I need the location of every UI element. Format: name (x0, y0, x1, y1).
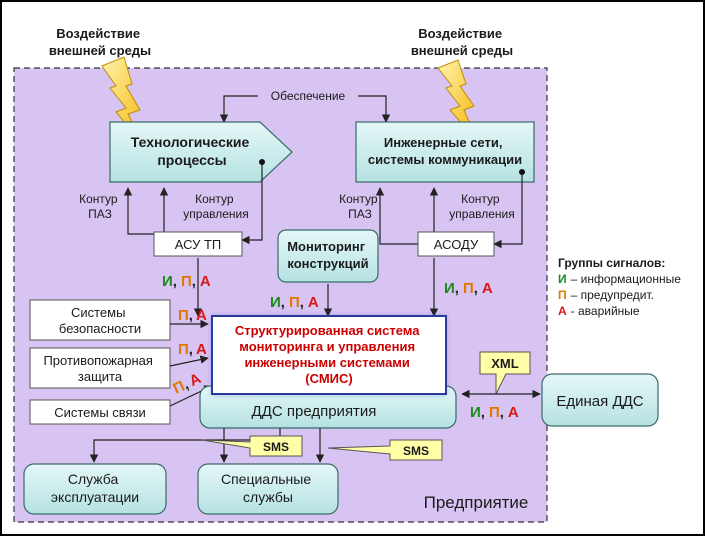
monitoring-box (277, 229, 379, 283)
asodu-label: АСОДУ (434, 237, 479, 252)
legend-info: И– информационные (558, 272, 681, 286)
xml-callout (479, 351, 531, 395)
asodu-box (417, 231, 495, 257)
left-control-label: Контур управления (183, 192, 248, 221)
smis-label: Структурированная система мониторинга и … (235, 323, 423, 386)
asu-tp-box (153, 231, 243, 257)
external-influence-right: Воздействие внешней среды (411, 26, 513, 58)
provision-label: Обеспечение (271, 89, 346, 103)
left-control-dot (259, 159, 265, 165)
sms-callout-left (201, 435, 303, 457)
sms-callout-right (327, 439, 443, 461)
dds-enterprise-label: ДДС предприятия (252, 403, 377, 420)
engineering-networks-box (355, 121, 535, 183)
left-paz-arrow (123, 187, 154, 235)
provision-label-bg (258, 88, 358, 104)
fire-protection-box (29, 347, 171, 389)
xml-label: XML (491, 356, 519, 371)
smis-box (211, 315, 447, 395)
legend-warn: П– предупредит. (558, 288, 654, 302)
fire-to-smis-arrow (169, 355, 209, 367)
fire-protection-label: Противопожарная защита (43, 353, 156, 384)
left-control-arrow (241, 164, 263, 245)
unified-dds-label: Единая ДДС (556, 393, 643, 410)
communication-systems-label: Системы связи (54, 405, 146, 420)
left-paz-label: Контур ПАЗ (79, 192, 121, 221)
signals-asodu: И,П,А (444, 280, 493, 297)
tech-processes-label: Технологические процессы (131, 134, 253, 168)
operations-service-box (23, 463, 167, 515)
external-influence-left: Воздействие внешней среды (49, 26, 151, 58)
right-paz-arrow (375, 187, 418, 245)
legend-title: Группы сигналов: (558, 256, 665, 270)
tech-processes-box (109, 121, 293, 183)
enterprise-label: Предприятие (424, 493, 529, 512)
signals-security: П,А (178, 307, 207, 324)
signals-monitoring: И,П,А (270, 294, 319, 311)
right-control-arrow (493, 174, 523, 249)
signal-legend: Группы сигналов: И– информационные П– пр… (558, 256, 681, 318)
signals-asutp: И,П,А (162, 273, 211, 290)
communication-systems-box (29, 399, 171, 425)
dds-to-operations-arrow (89, 428, 281, 463)
right-paz-label: Контур ПАЗ (339, 192, 381, 221)
monitoring-label: Мониторинг конструкций (287, 239, 369, 271)
sms-left-label: SMS (263, 440, 289, 454)
unified-dds-box (541, 373, 659, 427)
legend-alarm: А- аварийные (558, 304, 640, 318)
special-services-label: Специальные службы (221, 471, 315, 505)
sms-right-label: SMS (403, 444, 429, 458)
operations-service-label: Служба эксплуатации (51, 471, 139, 505)
security-systems-label: Системы безопасности (59, 305, 141, 336)
right-control-label: Контур управления (449, 192, 514, 221)
signals-exchange: И,П,А (470, 404, 519, 421)
asu-tp-label: АСУ ТП (175, 237, 222, 252)
engineering-networks-label: Инженерные сети, системы коммуникации (368, 135, 522, 167)
signals-fire: П,А (178, 341, 207, 358)
right-control-dot (519, 169, 525, 175)
security-systems-box (29, 299, 171, 341)
special-services-box (197, 463, 339, 515)
